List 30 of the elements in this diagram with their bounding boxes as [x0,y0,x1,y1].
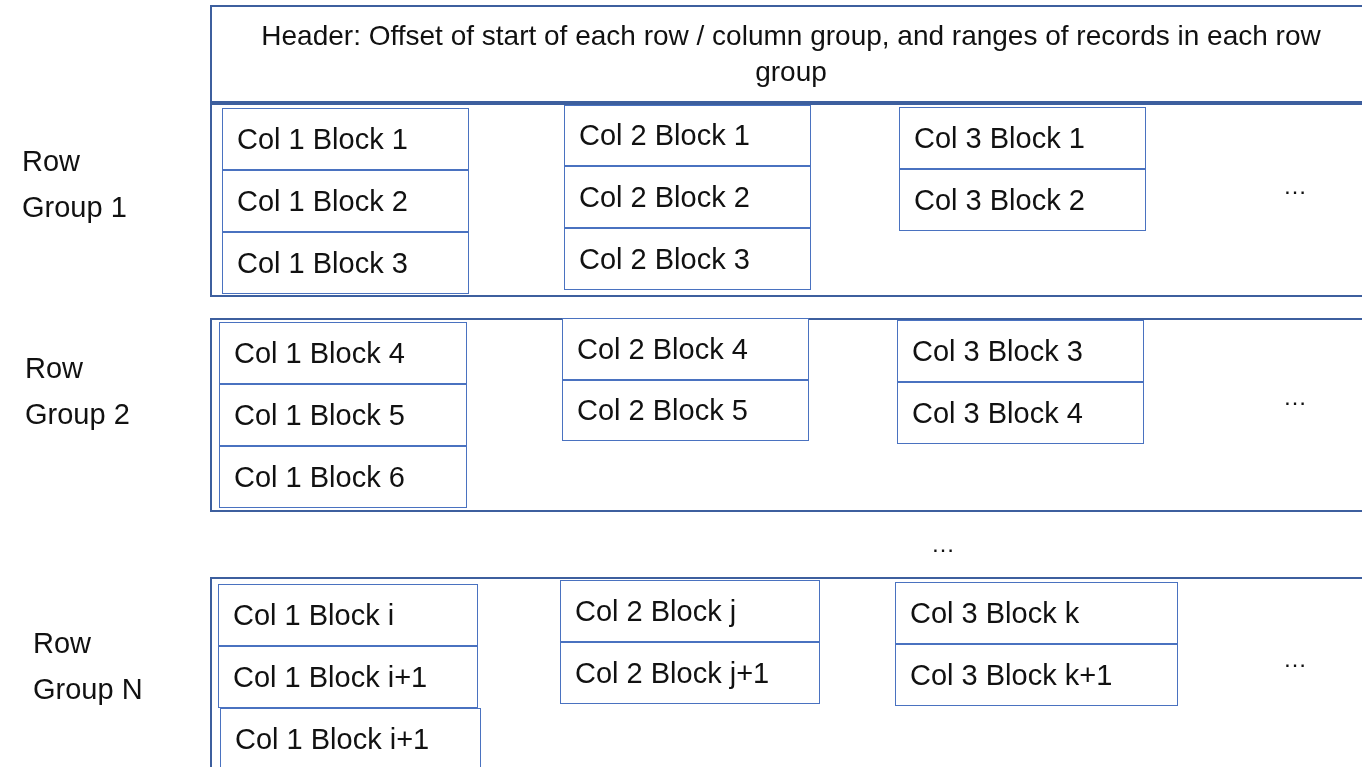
row-group-label: Row Group 2 [25,351,131,433]
column-block: Col 2 Block 3 [564,228,811,290]
column-block: Col 1 Block 6 [219,446,467,508]
column-block: Col 2 Block 2 [564,166,811,228]
ellipsis: … [1283,172,1307,200]
column-block: Col 2 Block 1 [564,105,811,166]
column-block: Col 3 Block 1 [899,107,1146,169]
column-block: Col 1 Block 1 [222,108,469,170]
column-block: Col 1 Block 4 [219,322,467,384]
ellipsis: … [1283,645,1307,673]
column-block: Col 1 Block i [218,584,478,646]
column-block: Col 1 Block i+1 [218,646,478,708]
header-box: Header: Offset of start of each row / column group, and ranges of records in each row group [210,5,1362,103]
column-block: Col 1 Block 2 [222,170,469,232]
column-block: Col 2 Block 4 [562,318,809,380]
column-block: Col 3 Block k [895,582,1178,644]
column-block: Col 1 Block 5 [219,384,467,446]
row-group-label: Row Group 1 [22,144,128,226]
ellipsis: … [1283,383,1307,411]
column-block: Col 3 Block 4 [897,382,1144,444]
column-block: Col 2 Block 5 [562,380,809,441]
row-group-label: Row Group N [33,626,144,708]
column-block: Col 1 Block i+1 [220,708,481,767]
column-block: Col 1 Block 3 [222,232,469,294]
column-block: Col 2 Block j+1 [560,642,820,704]
column-block: Col 3 Block 3 [897,320,1144,382]
column-block: Col 3 Block k+1 [895,644,1178,706]
column-block: Col 3 Block 2 [899,169,1146,231]
column-block: Col 2 Block j [560,580,820,642]
ellipsis: … [931,530,955,558]
